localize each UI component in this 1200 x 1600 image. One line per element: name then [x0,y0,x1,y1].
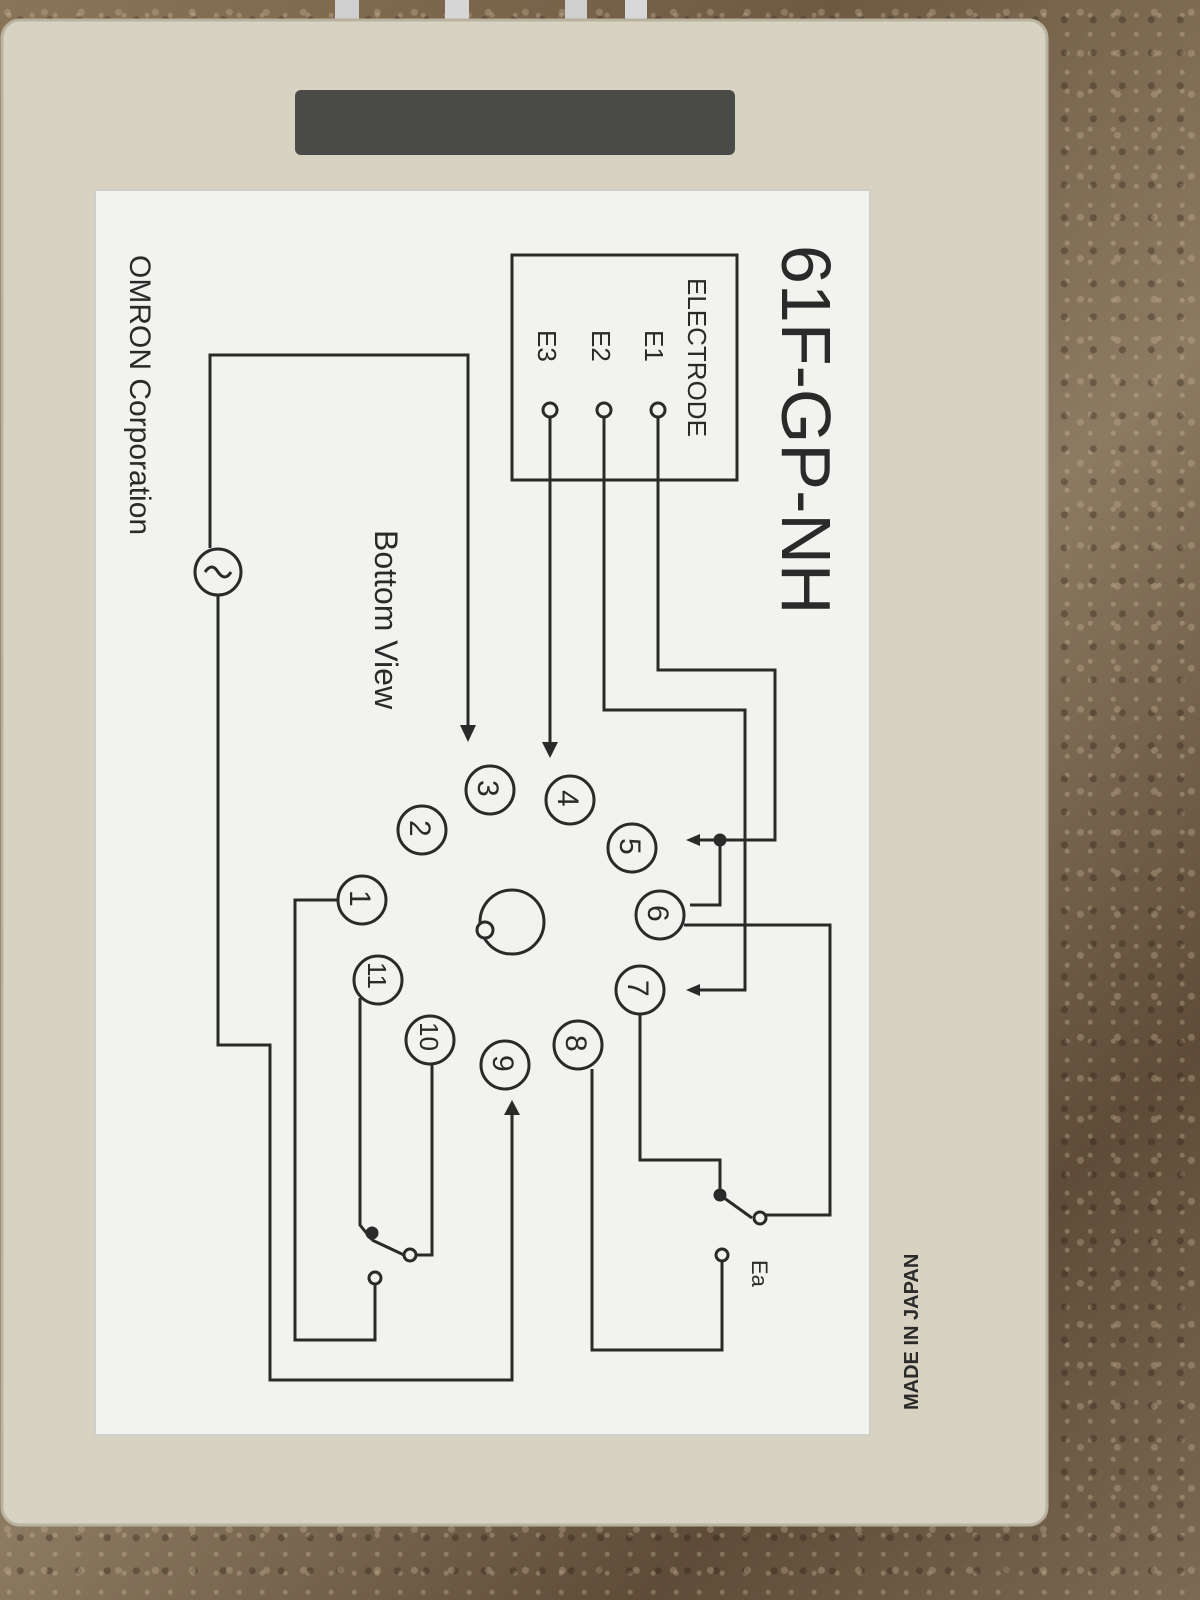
svg-text:7: 7 [621,980,654,997]
pin-3: 3 [464,764,516,816]
wire-ac-top [208,353,470,730]
pin-4: 4 [544,774,596,826]
relay-pins [335,0,647,22]
pin-5: 5 [606,822,658,874]
electrode-e2: E2 [586,330,616,362]
electrode-box [510,253,739,482]
svg-text:4: 4 [551,790,584,807]
pin-11: 11 [352,954,404,1006]
wire-ac-bottom [216,595,514,1382]
svg-text:10: 10 [414,1022,444,1051]
electrode-e1: E1 [639,330,669,362]
svg-text:3: 3 [471,780,504,797]
wire-pin6 [684,923,832,1217]
wire-e1 [656,417,777,842]
wire-pin7 [638,1014,722,1195]
wire-pin10 [416,1064,434,1257]
pin-2: 2 [396,804,448,856]
electrode-e3: E3 [532,330,562,362]
svg-text:6: 6 [641,905,674,922]
pin-ring: 3 4 5 6 7 8 9 10 11 1 2 [336,764,686,1091]
pin-8: 8 [552,1019,604,1071]
pin-9: 9 [479,1039,531,1091]
pin-1: 1 [336,874,388,926]
bottom-view-label: Bottom View [368,530,404,710]
electrode-title: ELECTRODE [682,278,712,437]
svg-text:5: 5 [613,838,646,855]
label-content: 61F-GP-NH ELECTRODE E1 E2 E3 Bottom View [123,245,923,1410]
svg-text:8: 8 [559,1035,592,1052]
svg-text:11: 11 [362,962,392,989]
svg-text:2: 2 [403,820,436,837]
svg-text:9: 9 [486,1055,519,1072]
maker-text: OMRON Corporation [123,255,156,535]
housing-slot [295,90,735,155]
origin-text: MADE IN JAPAN [901,1254,923,1410]
pin-10: 10 [404,1014,456,1066]
svg-text:1: 1 [343,890,376,907]
wire-e2 [602,417,747,992]
model-title: 61F-GP-NH [767,245,845,614]
pin-6: 6 [634,889,686,941]
pin-7: 7 [614,964,666,1016]
wire-pin1 [293,898,377,1342]
relay-contact-label: Ea [747,1260,772,1288]
